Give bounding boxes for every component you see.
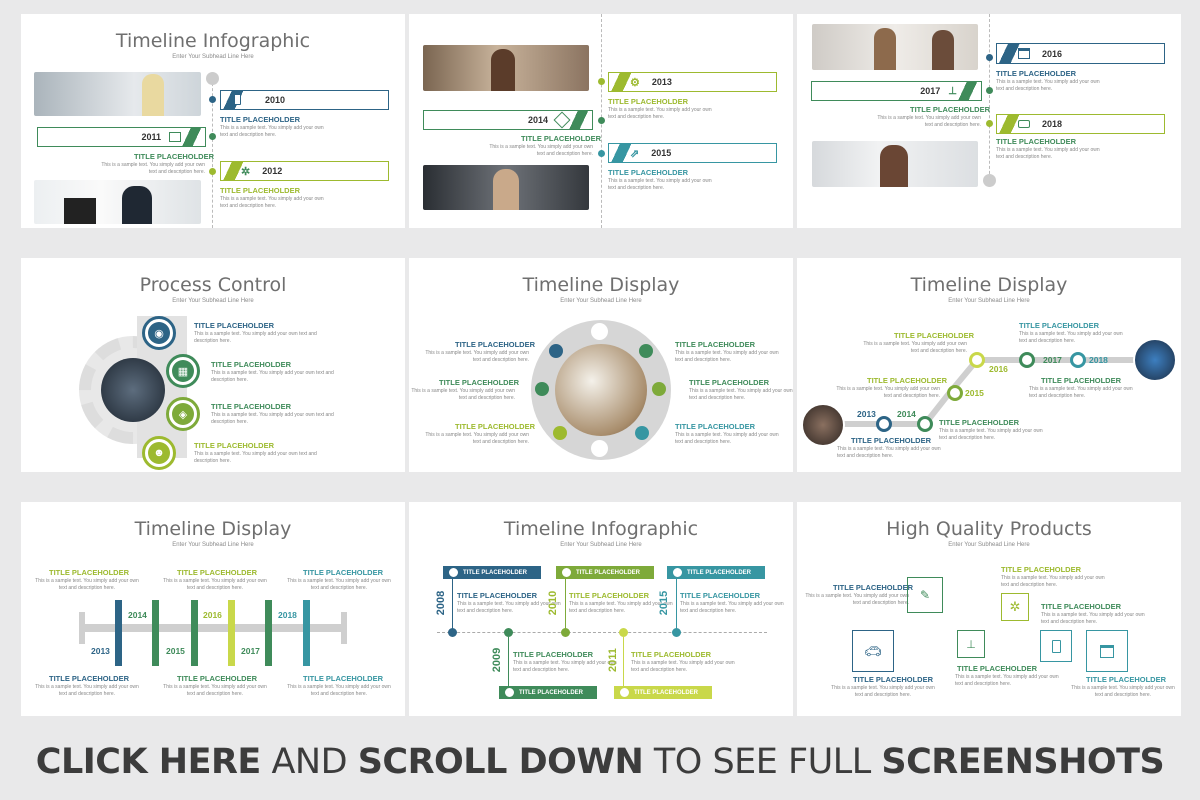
photo-businessman <box>34 180 201 224</box>
sitemap-icon: ⊥ <box>957 630 985 658</box>
footer-cta[interactable]: CLICK HERE AND SCROLL DOWN TO SEE FULL S… <box>35 742 1165 782</box>
photo-hands <box>801 403 845 447</box>
year-box-2013: ⚙ 2013 <box>608 72 777 92</box>
photo-woman-sunglasses <box>423 165 589 210</box>
photo-shopping-woman <box>423 45 589 91</box>
slide-timeline-display-path[interactable]: Timeline Display Enter Your Subhead Line… <box>797 258 1181 472</box>
pinwheel-icon: ✲ <box>1001 593 1029 621</box>
year-box-2015: ⇗ 2015 <box>608 143 777 163</box>
cube-icon: ◈ <box>166 397 200 431</box>
grid-icon: ▦ <box>166 354 200 388</box>
slide-process-control[interactable]: Process Control Enter Your Subhead Line … <box>21 258 405 472</box>
year-box-2010: 2010 <box>220 90 389 110</box>
photo-woman-sofa <box>812 141 978 187</box>
year-box-2012: ✲ 2012 <box>220 161 389 181</box>
slide-subhead: Enter Your Subhead Line Here <box>560 298 642 304</box>
edit-icon: ✎ <box>907 577 943 613</box>
slide-subhead: Enter Your Subhead Line Here <box>948 542 1030 548</box>
slide-timeline-display-circle[interactable]: Timeline Display Enter Your Subhead Line… <box>409 258 793 472</box>
slide-subhead: Enter Your Subhead Line Here <box>172 298 254 304</box>
users-icon: ☻ <box>142 436 176 470</box>
slide-title: Timeline Display <box>522 274 680 296</box>
camera-icon: ◉ <box>142 316 176 350</box>
export-icon: ⇗ <box>630 147 640 160</box>
slide-subhead: Enter Your Subhead Line Here <box>172 54 254 60</box>
year-box-2011: 2011 <box>37 127 206 147</box>
laptop-photo <box>101 358 165 422</box>
timeline-axis <box>81 624 345 632</box>
car-icon: 🚗︎ <box>852 630 894 672</box>
slide-title: High Quality Products <box>886 518 1092 540</box>
tablet-icon <box>1040 630 1072 662</box>
slide-timeline-infographic-3[interactable]: 2016 TITLE PLACEHOLDER This is a sample … <box>797 14 1181 228</box>
slide-title: Timeline Display <box>134 518 292 540</box>
slide-timeline-infographic-bars[interactable]: Timeline Infographic Enter Your Subhead … <box>409 502 793 716</box>
year-box-2018: 2018 <box>996 114 1165 134</box>
slide-subhead: Enter Your Subhead Line Here <box>172 542 254 548</box>
tablet-icon <box>234 94 241 105</box>
slide-title: Timeline Display <box>910 274 1068 296</box>
photo-businesswoman <box>34 72 201 116</box>
slide-timeline-display-bars[interactable]: Timeline Display Enter Your Subhead Line… <box>21 502 405 716</box>
pinwheel-icon: ✲ <box>241 165 251 178</box>
slide-timeline-infographic-2[interactable]: ⚙ 2013 TITLE PLACEHOLDER This is a sampl… <box>409 14 793 228</box>
photo-man-blue <box>1133 338 1177 382</box>
year-box-2014: 2014 <box>423 110 593 130</box>
click-here-link[interactable]: CLICK HERE <box>35 742 262 782</box>
slide-subhead: Enter Your Subhead Line Here <box>560 542 642 548</box>
slide-title: Timeline Infographic <box>503 518 699 540</box>
slide-title: Process Control <box>139 274 287 296</box>
calendar-icon <box>1086 630 1128 672</box>
bus-icon <box>1018 120 1030 128</box>
slide-subhead: Enter Your Subhead Line Here <box>948 298 1030 304</box>
gear-icon: ⚙ <box>630 76 640 89</box>
slide-timeline-infographic-1[interactable]: Timeline Infographic Enter Your Subhead … <box>21 14 405 228</box>
edit-icon <box>169 132 181 142</box>
calendar-icon <box>1018 48 1030 59</box>
slide-high-quality-products[interactable]: High Quality Products Enter Your Subhead… <box>797 502 1181 716</box>
year-box-2017: 2017 ⊥ <box>811 81 982 101</box>
year-box-2016: 2016 <box>996 43 1165 64</box>
sitemap-icon: ⊥ <box>948 85 957 97</box>
photo-women-meeting <box>812 24 978 70</box>
slide-title: Timeline Infographic <box>115 30 311 52</box>
book-coffee-photo <box>555 344 647 436</box>
